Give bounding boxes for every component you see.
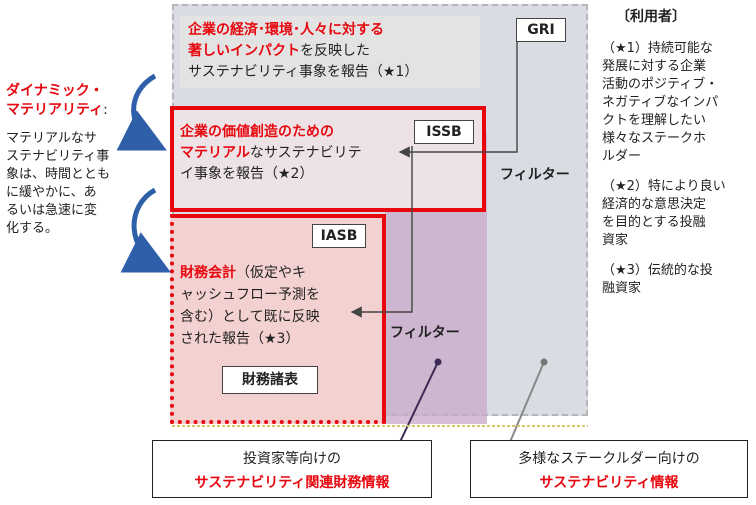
note2-line: 経済的な意思決定 [602,197,707,212]
users-panel: 〔利用者〕 （★1）持続可能な 発展に対する企業 活動のポジティブ・ ネガティブ… [602,8,754,298]
dm-body-line: マテリアルなサ [6,131,97,146]
gri-line3: サステナビリティ事象を報告（★1） [188,64,419,80]
issb-filter-arrow [350,146,413,318]
dynamic-materiality-body: マテリアルなサ ステナビリティ事 象は、時間ととも に緩やかに、あ るいは急速に… [6,130,166,238]
note3-line: 融資家 [602,281,642,296]
dynamic-materiality-title-suffix: : [103,102,108,118]
stakeholder-pointer-line [509,361,545,443]
iasb-line1: 財務会計（仮定やキ [180,262,350,284]
issb-line3: イ事象を報告（★2） [180,166,314,182]
stakeholder-pointer-dot [540,358,548,366]
gri-line2-emphasis: 著しいインパクト [188,43,300,59]
note1-line: （★1）持続可能な [602,41,713,56]
stakeholder-info-box: 多様なステークルダー向けの サステナビリティ情報 [470,440,748,498]
investor-info-box: 投資家等向けの サステナビリティ関連財務情報 [152,440,432,498]
issb-description: 企業の価値創造のための マテリアルなサステナビリテ イ事象を報告（★2） [180,122,420,185]
dm-body-line: に緩やかに、あ [6,185,97,200]
dynamic-materiality-title-2: マテリアリティ: [6,101,166,120]
users-header: 〔利用者〕 [616,9,686,25]
note1-line: ルダー [602,149,642,164]
filter-label-right: フィルター [500,167,570,183]
note2-line: （★2）特により良い [602,179,726,194]
dm-body-line: ステナビリティ事 [6,149,110,164]
user-note-2: （★2）特により良い 経済的な意思決定 を目的とする投融 資家 [602,178,754,250]
note1-line: ネガティブなインパ [602,95,719,110]
dynamic-arrow-lower [120,187,171,273]
gri-line2: 著しいインパクトを反映した [188,41,478,62]
gri-text-background [180,16,480,88]
note1-line: 発展に対する企業 [602,59,707,74]
note1-line: クトを理解したい [602,113,707,128]
stakeholder-info-line2: サステナビリティ情報 [539,475,679,491]
issb-line2-emphasis: マテリアル [180,145,250,161]
dynamic-materiality-title-2-text: マテリアリティ [6,102,104,118]
dynamic-arrow-upper [116,73,167,151]
user-note-3: （★3）伝統的な投 融資家 [602,262,754,298]
iasb-label: IASB [312,224,366,248]
investor-pointer-line [399,361,439,443]
iasb-line2: ャッシュフロー予測を [180,287,320,303]
iasb-line1-emphasis: 財務会計 [180,265,236,281]
note3-line: （★3）伝統的な投 [602,263,713,278]
gri-filter-arrow [398,42,518,158]
note1-line: 活動のポジティブ・ [602,77,719,92]
gri-line1: 企業の経済･環境･人々に対する [188,22,384,38]
gri-line2-rest: を反映した [300,43,370,59]
investor-info-line2: サステナビリティ関連財務情報 [194,475,390,491]
gri-description: 企業の経済･環境･人々に対する 著しいインパクトを反映した サステナビリティ事象… [188,20,478,83]
financial-statements-box: 財務諸表 [222,366,318,394]
user-note-1: （★1）持続可能な 発展に対する企業 活動のポジティブ・ ネガティブなインパ ク… [602,40,754,166]
filter-label-middle: フィルター [390,325,460,341]
iasb-line4: された報告（★3） [180,331,300,347]
dm-body-line: 象は、時間ととも [6,167,111,182]
note2-line: 資家 [602,233,629,248]
dynamic-materiality-panel: ダイナミック・ マテリアリティ: マテリアルなサ ステナビリティ事 象は、時間と… [6,82,166,238]
investor-info-line1: 投資家等向けの [243,451,341,467]
dm-body-line: るいは急速に変 [6,203,98,218]
stakeholder-info-line1: 多様なステークルダー向けの [518,451,700,467]
note2-line: を目的とする投融 [602,215,706,230]
note1-line: 様々なステークホ [602,131,707,146]
iasb-line1-rest: （仮定やキ [236,265,306,281]
issb-line2-rest: なサステナビリテ [249,145,362,161]
gri-label: GRI [516,18,566,42]
issb-line1: 企業の価値創造のための [180,124,334,140]
iasb-line3: 含む）として既に反映 [180,309,320,325]
dm-body-line: 化する。 [6,221,59,236]
issb-label: ISSB [414,120,474,144]
iasb-description: 財務会計（仮定やキ ャッシュフロー予測を 含む）として既に反映 された報告（★3… [180,262,350,350]
dynamic-materiality-title-1: ダイナミック・ [6,83,104,99]
issb-line2: マテリアルなサステナビリテ [180,143,420,164]
investor-pointer-dot [434,358,442,366]
